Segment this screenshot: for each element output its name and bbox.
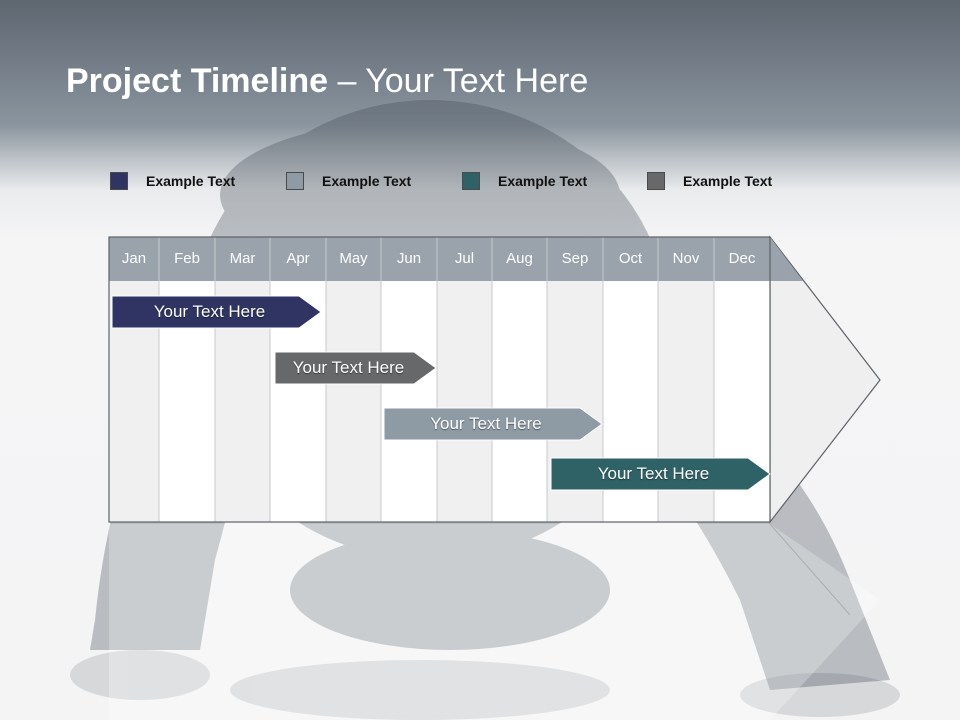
task-bar [383,407,603,441]
month-header-cell [159,237,215,281]
task-bar-label: Your Text Here [153,302,266,321]
month-label-mar: Mar [229,250,256,267]
month-header-cell [603,237,658,281]
legend-swatch [462,172,480,190]
month-label-jan: Jan [121,250,147,267]
month-label-oct: Oct [618,250,643,267]
month-label-jul: Jul [454,250,475,267]
arrow-head-header [770,237,803,281]
month-label-sep: Sep [561,250,589,267]
task-bar-label: Your Text Here [597,464,710,483]
month-label-aug: Aug [506,250,533,267]
month-label-jun: Jun [396,250,422,267]
month-column [492,281,547,522]
legend-label: Example Text [322,173,412,189]
legend-label: Example Text [146,173,236,189]
title-rest: – Your Text Here [328,62,589,100]
task-bar [274,351,437,385]
reflection-edge [769,523,851,616]
month-header-cell [381,237,437,281]
task-bar-label: Your Text Here [430,414,542,433]
frame-reflection [109,524,880,720]
month-column [381,281,437,522]
month-header-cell [547,237,603,281]
month-label-apr: Apr [286,250,310,267]
task-bar [550,457,771,491]
legend-swatch [110,172,128,190]
legend-swatch [647,172,665,190]
legend-item: Example Text [286,170,411,192]
title-bold: Project Timeline [66,62,329,100]
legend-item: Example Text [462,170,587,192]
month-header-cell [270,237,326,281]
legend-label: Example Text [683,173,773,189]
month-header-cell [109,237,159,281]
month-label-feb: Feb [174,250,200,267]
task-bar-label: Your Text Here [292,358,405,377]
month-header-cell [437,237,492,281]
month-label-dec: Dec [728,250,756,267]
month-column [437,281,492,522]
legend-swatch [286,172,304,190]
legend-label: Example Text [498,173,588,189]
slide-title: Project Timeline – Your Text Here [66,58,588,104]
timeline-frame [108,236,771,523]
month-header-cell [658,237,714,281]
task-bar [111,295,322,329]
month-header-cell [215,237,270,281]
legend-item: Example Text [647,170,772,192]
month-label-may: May [339,250,368,267]
month-header-cell [714,237,770,281]
month-header-cell [492,237,547,281]
month-label-nov: Nov [672,250,700,267]
month-column [326,281,381,522]
month-header-cell [326,237,381,281]
legend-item: Example Text [110,170,235,192]
